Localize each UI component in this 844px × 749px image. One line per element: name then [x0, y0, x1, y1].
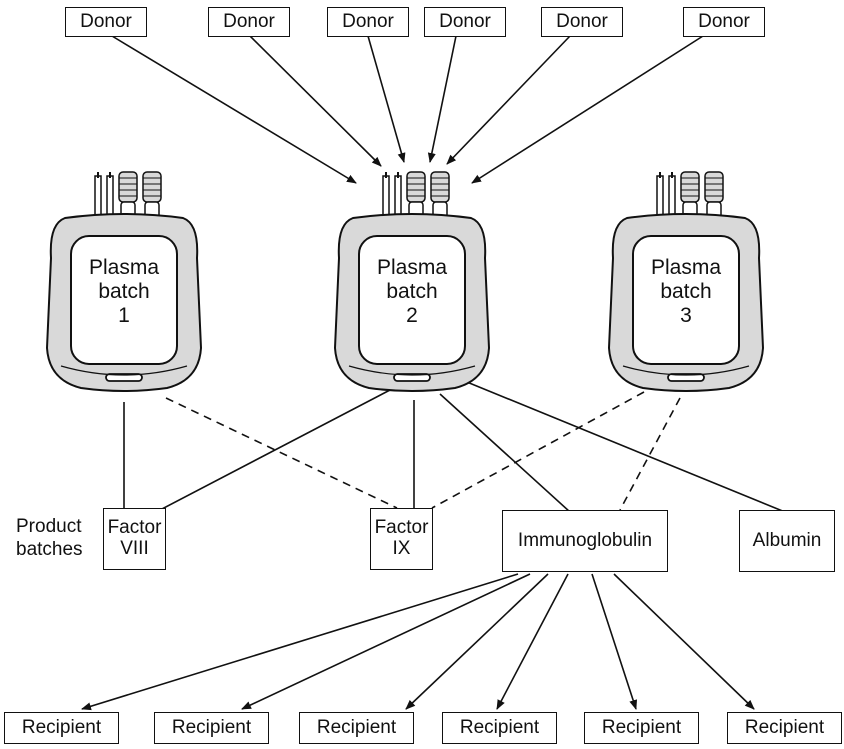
batch1-to-factor9-dashed-line	[165, 397, 398, 509]
immunoglobulin-box: Immunoglobulin	[502, 510, 668, 572]
recipient-box: Recipient	[299, 712, 414, 744]
donor-box: Donor	[541, 7, 623, 37]
batch2-to-albumin-line	[461, 379, 786, 513]
port-icon	[430, 171, 450, 203]
hanger-slot-icon	[667, 373, 705, 382]
port-icon	[704, 171, 724, 203]
batch2-to-immunoglobulin-line	[439, 393, 571, 513]
plasma-bag-1-icon	[45, 171, 203, 392]
donor-arrow	[249, 35, 382, 167]
plasma-batch-2-label: Plasma batch 2	[376, 256, 448, 328]
plasma-bag-3-icon	[607, 171, 765, 392]
plasma-batch-1-label: Plasma batch 1	[88, 256, 160, 328]
donor-arrow	[111, 35, 357, 184]
factor-ix-box: Factor IX	[370, 508, 433, 570]
recipient-box: Recipient	[154, 712, 269, 744]
donor-arrow	[367, 35, 406, 163]
recipient-arrow	[591, 573, 638, 710]
hanger-slot-icon	[105, 373, 143, 382]
batch3-to-immunoglobulin-dashed-line	[619, 397, 681, 511]
port-icon	[118, 171, 138, 203]
port-icon	[680, 171, 700, 203]
recipient-box: Recipient	[584, 712, 699, 744]
donor-arrow	[427, 35, 457, 163]
donor-box: Donor	[424, 7, 506, 37]
batch3-to-factor9-dashed-line	[431, 391, 645, 509]
port-icon	[142, 171, 162, 203]
bag-panel	[70, 235, 178, 365]
plasma-bag-2-icon	[333, 171, 491, 392]
donor-box: Donor	[208, 7, 290, 37]
factor-viii-box: Factor VIII	[103, 508, 166, 570]
batch2-to-factor8-line	[159, 389, 391, 511]
recipient-box: Recipient	[727, 712, 842, 744]
recipient-arrow	[613, 573, 755, 710]
product-batches-label: Product batches	[16, 516, 83, 560]
donor-box: Donor	[683, 7, 765, 37]
recipient-arrow	[81, 573, 519, 711]
plasma-batch-3-label: Plasma batch 3	[650, 256, 722, 328]
bag-panel	[632, 235, 740, 365]
recipient-arrow	[241, 573, 531, 710]
donor-box: Donor	[327, 7, 409, 37]
recipient-box: Recipient	[442, 712, 557, 744]
bag-panel	[358, 235, 466, 365]
port-icon	[406, 171, 426, 203]
recipient-arrow	[496, 573, 569, 710]
recipient-arrow	[405, 573, 549, 710]
donor-box: Donor	[65, 7, 147, 37]
donor-arrow	[446, 35, 571, 165]
albumin-box: Albumin	[739, 510, 835, 572]
donor-arrow	[471, 35, 704, 184]
hanger-slot-icon	[393, 373, 431, 382]
recipient-box: Recipient	[4, 712, 119, 744]
